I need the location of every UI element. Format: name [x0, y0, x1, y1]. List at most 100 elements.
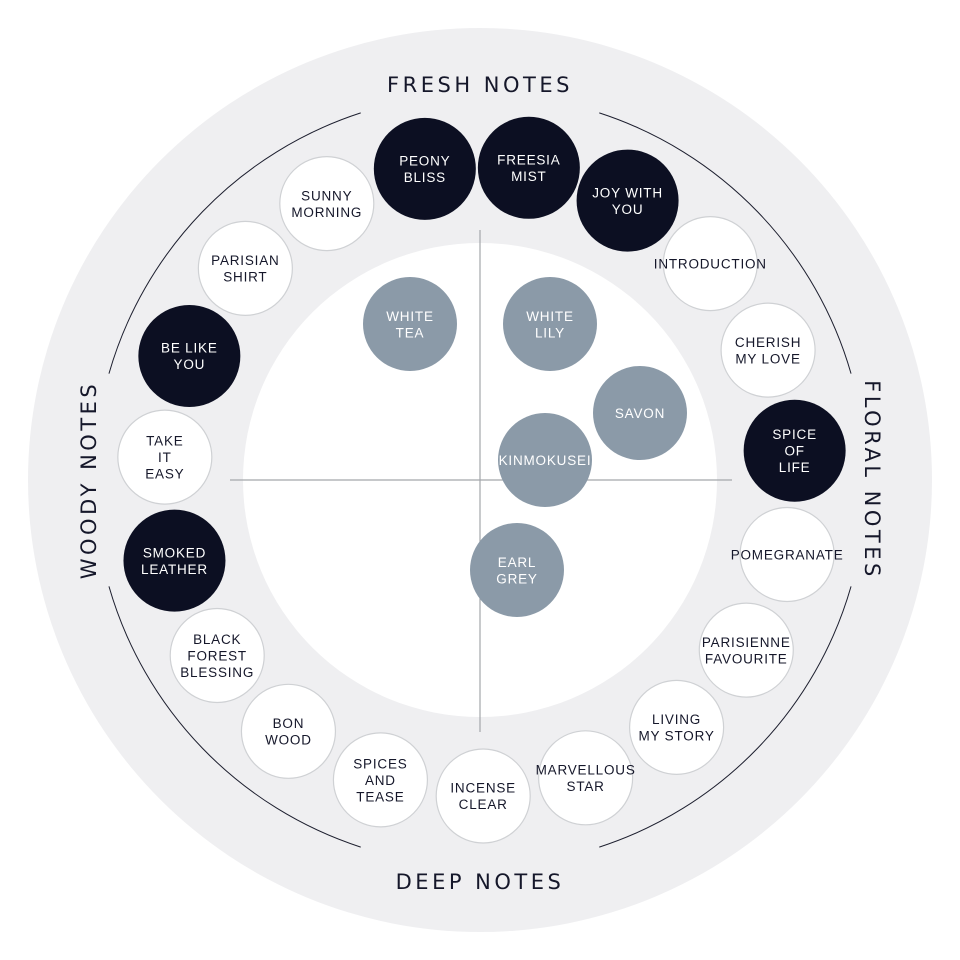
note-circle	[240, 683, 337, 779]
note-label-line: YOU	[612, 202, 644, 217]
note-label-line: CLEAR	[459, 797, 508, 812]
note-label-line: LEATHER	[141, 562, 208, 577]
ring-note-sunny-morning: SUNNY MORNING	[279, 156, 375, 252]
note-circle	[138, 304, 241, 407]
fresh-notes-label: FRESH NOTES	[387, 73, 573, 97]
ring-note-pomegranate: POMEGRANATE	[731, 506, 844, 603]
note-label-line: CHERISH	[735, 335, 801, 350]
ring-separator-arcs	[108, 112, 852, 848]
note-circle	[477, 116, 580, 219]
note-label-line: SPICE	[772, 427, 817, 442]
note-label-line: WHITE	[526, 309, 574, 324]
note-label-line: FREESIA	[497, 153, 560, 168]
note-label-line: BLESSING	[180, 665, 254, 680]
note-label-line: LILY	[535, 325, 565, 340]
note-circle	[279, 156, 375, 252]
note-circle	[373, 117, 476, 220]
note-label-line: KINMOKUSEI	[499, 453, 592, 468]
note-circle	[117, 409, 213, 505]
note-circle	[169, 607, 265, 704]
note-label-line: PARISIENNE	[702, 635, 791, 650]
note-circle	[470, 523, 564, 617]
note-label-line: PEONY	[399, 154, 450, 169]
ring-note-smoked-leather: SMOKED LEATHER	[123, 509, 226, 612]
note-label-line: INTRODUCTION	[654, 257, 767, 272]
note-label-line: MY STORY	[639, 729, 715, 744]
note-label-line: WOOD	[265, 733, 312, 748]
note-circle	[123, 509, 226, 612]
note-circle	[576, 149, 679, 252]
ring-note-joy-with-you: JOY WITH YOU	[576, 149, 679, 252]
ring-arc	[599, 586, 852, 848]
floral-notes-label: FLORAL NOTES	[860, 380, 884, 580]
note-label-line: SUNNY	[301, 188, 352, 203]
note-label-line: STAR	[567, 779, 605, 794]
note-label-line: MY LOVE	[735, 351, 800, 366]
inner-note-kinmokusei: KINMOKUSEI	[498, 413, 592, 507]
note-label-line: SAVON	[615, 406, 665, 421]
note-circle	[743, 399, 846, 502]
note-label-line: BE LIKE	[161, 341, 218, 356]
note-label-line: PARISIAN	[211, 253, 279, 268]
note-label-line: OF	[784, 444, 804, 459]
note-circle	[538, 730, 634, 826]
note-label-line: FAVOURITE	[705, 651, 788, 666]
note-label-line: WHITE	[386, 309, 434, 324]
note-label-line: LIFE	[779, 460, 811, 475]
note-label-line: TEASE	[356, 789, 404, 804]
note-label-line: TAKE	[146, 434, 183, 449]
note-circle	[593, 366, 687, 460]
note-circle	[503, 277, 597, 371]
note-label-line: SMOKED	[143, 545, 206, 560]
note-label-line: EASY	[145, 467, 184, 482]
note-label-line: YOU	[174, 357, 206, 372]
note-label-line: INCENSE	[450, 781, 516, 796]
note-circle	[435, 748, 531, 844]
note-label-line: BLACK	[193, 632, 241, 647]
note-label-line: SPICES	[353, 756, 407, 771]
note-label-line: MARVELLOUS	[536, 763, 636, 778]
note-circle	[698, 602, 794, 698]
note-circle	[629, 679, 725, 775]
note-label-line: AND	[365, 773, 396, 788]
note-circle	[332, 732, 429, 828]
ring-note-introduction: INTRODUCTION	[654, 216, 767, 312]
note-circle	[197, 220, 293, 316]
note-label-line: GREY	[496, 571, 537, 586]
note-label-line: FOREST	[187, 648, 247, 663]
note-circle	[363, 277, 457, 371]
ring-arc	[108, 586, 361, 848]
ring-note-bon-wood: BON WOOD	[240, 683, 337, 779]
note-label-line: EARL	[498, 555, 536, 570]
note-circle	[739, 506, 835, 603]
note-label-line: IT	[158, 450, 172, 465]
note-label-line: JOY WITH	[592, 185, 663, 200]
ring-arc	[599, 112, 852, 374]
note-label-line: MORNING	[291, 205, 362, 220]
ring-arc	[108, 112, 361, 374]
note-label-line: LIVING	[652, 712, 701, 727]
inner-note-savon: SAVON	[593, 366, 687, 460]
note-label-line: BLISS	[404, 170, 446, 185]
note-label-line: MIST	[511, 169, 546, 184]
note-label-line: BON	[273, 716, 305, 731]
note-label-line: POMEGRANATE	[731, 547, 844, 562]
ring-note-living-my-story: LIVING MY STORY	[629, 679, 725, 775]
note-circle	[498, 413, 592, 507]
deep-notes-label: DEEP NOTES	[396, 870, 565, 894]
